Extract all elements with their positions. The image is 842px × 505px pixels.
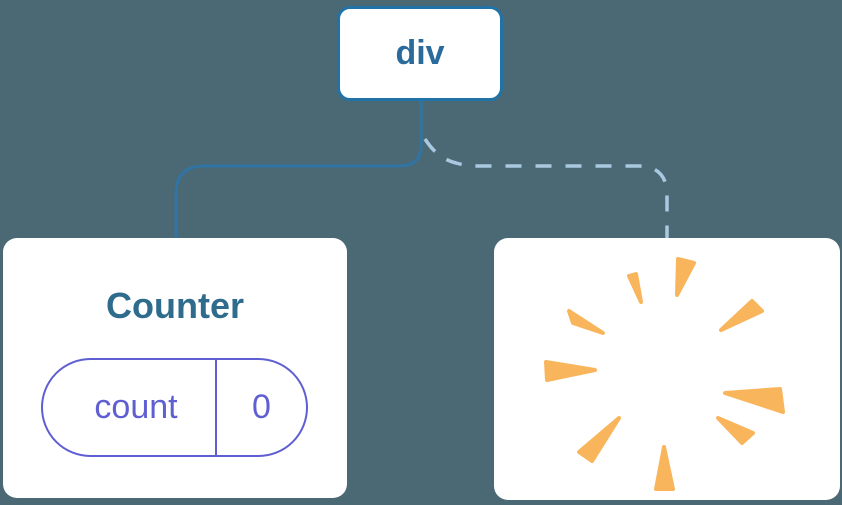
tree-node-removed bbox=[494, 238, 840, 500]
poof-ray bbox=[577, 416, 621, 463]
poof-ray bbox=[716, 416, 755, 445]
state-value-cell: 0 bbox=[252, 388, 271, 426]
poof-ray bbox=[544, 360, 597, 382]
poof-ray bbox=[675, 257, 696, 297]
counter-node-title: Counter bbox=[106, 285, 244, 326]
state-name-cell: count bbox=[43, 360, 217, 455]
poof-ray bbox=[723, 387, 785, 414]
dashed-connector-line bbox=[423, 138, 669, 238]
poof-ray bbox=[719, 299, 764, 332]
poof-icon bbox=[544, 257, 785, 491]
solid-connector-line bbox=[174, 101, 423, 238]
state-pill: count 0 bbox=[41, 358, 308, 457]
poof-ray bbox=[654, 445, 675, 491]
root-node-label: div bbox=[395, 34, 445, 72]
tree-node-div: div bbox=[337, 6, 503, 101]
poof-ray bbox=[567, 309, 605, 335]
poof-ray bbox=[627, 272, 643, 304]
tree-node-counter: Counter count 0 bbox=[3, 238, 347, 498]
